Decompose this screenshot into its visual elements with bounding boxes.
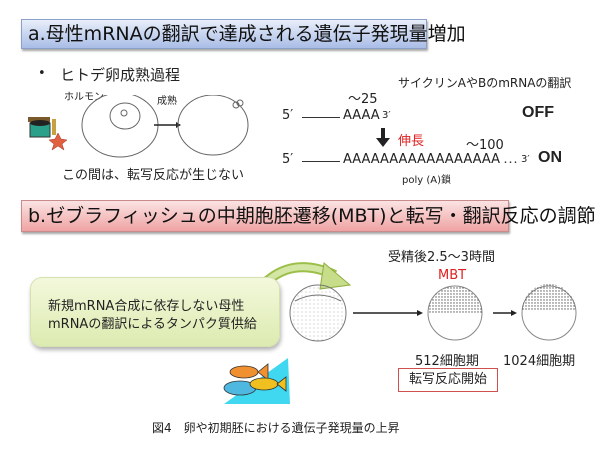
embryo-1024-cell <box>521 284 577 341</box>
cyclin-translation-heading: サイクリンAやBのmRNAの翻訳 <box>398 76 572 90</box>
starfish-maturation-heading: ヒトデ卵成熟過程 <box>60 66 181 84</box>
polyA-chain-label: poly (A)鎖 <box>402 175 451 186</box>
oocyte-mature <box>177 95 249 156</box>
starfish-oocyte-diagram <box>28 95 249 158</box>
long-tail-length: ～100 <box>466 138 504 153</box>
nucleolus <box>120 109 128 117</box>
translation-on-label: ON <box>538 149 562 166</box>
short-tail-length: ～25 <box>348 92 378 107</box>
polar-body-2 <box>236 99 244 107</box>
maternal-box-line-1: 新規mRNA合成に依存しない母性 <box>48 299 245 314</box>
bullet: • <box>38 66 46 81</box>
embryo-512-cell <box>427 285 483 341</box>
mbt-label: MBT <box>438 268 467 283</box>
five-prime-long: 5′ <box>282 152 294 167</box>
three-prime-short: 3′ <box>382 110 391 121</box>
figure-caption: 図4 卵や初期胚における遺伝子発現量の上昇 <box>152 421 400 435</box>
long-polyA-sequence: AAAAAAAAAAAAAAAAA <box>343 152 500 167</box>
short-polyA-sequence: AAAA <box>343 108 380 123</box>
five-prime-short: 5′ <box>282 108 294 123</box>
beach-clipart-icon <box>28 117 68 151</box>
post-fertilization-time: 受精後2.5～3時間 <box>388 250 495 265</box>
germinal-vesicle <box>109 102 141 130</box>
no-transcription-note: この間は、転写反応が生じない <box>62 168 245 183</box>
down-arrow-icon <box>376 128 390 147</box>
translation-off-label: OFF <box>522 104 554 121</box>
oocyte-immature <box>81 95 159 158</box>
mrna-body-line-short <box>302 117 340 118</box>
transcription-start-box: 転写反応開始 <box>398 368 498 392</box>
section-b-title: b.ゼブラフィッシュの中期胞胚遷移(MBT)と転写・翻訳反応の調節 <box>21 200 596 232</box>
fish-clipart-icon <box>223 358 290 404</box>
zebrafish-embryo-stages <box>289 284 577 342</box>
stage-512-label: 512細胞期 <box>415 354 479 369</box>
maturation-label: 成熟 <box>157 96 177 107</box>
hormone-label: ホルモン <box>64 92 104 103</box>
long-polyA-dots: ･･･ <box>503 158 518 169</box>
stage-1024-label: 1024細胞期 <box>503 354 576 369</box>
maternal-box-line-2: mRNAの翻訳によるタンパク質供給 <box>48 317 257 332</box>
three-prime-long: 3′ <box>521 154 530 165</box>
mrna-body-line-long <box>302 161 340 162</box>
elongation-label: 伸長 <box>398 134 425 149</box>
section-a-title: a.母性mRNAの翻訳で達成される遺伝子発現量増加 <box>21 19 466 49</box>
polar-body-1 <box>232 101 240 109</box>
embryo-early <box>289 284 347 342</box>
maternal-translation-box: 新規mRNA合成に依存しない母性 mRNAの翻訳によるタンパク質供給 <box>30 277 280 347</box>
